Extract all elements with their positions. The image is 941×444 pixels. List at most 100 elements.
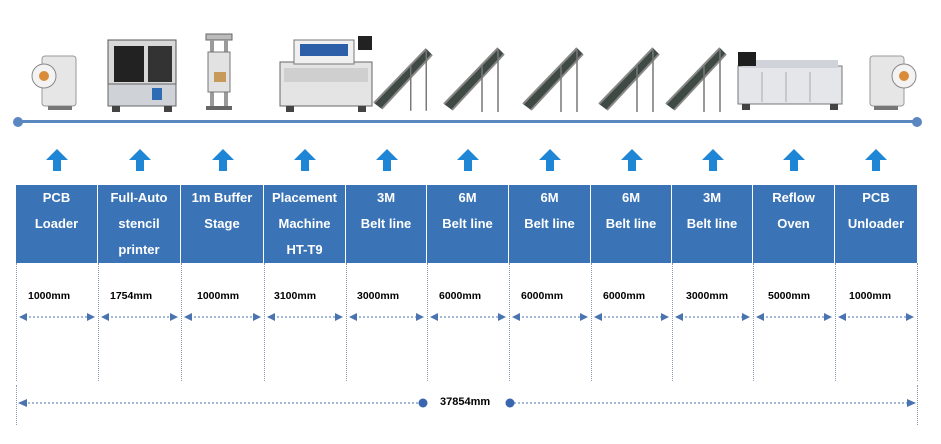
total-divider [16,385,17,425]
station-label: 6M Belt line [509,185,591,263]
station-label-line: Loader [34,216,79,231]
station-length-label: 3100mm [274,290,317,302]
station-length-dimension [349,311,424,323]
total-length-label: 37854mm [440,396,491,408]
station-length-label: 6000mm [521,290,564,302]
station-label-line: Reflow [772,190,815,205]
up-arrow-icon [539,149,561,171]
belt-line-icon [596,32,662,114]
up-arrow-icon [701,149,724,171]
station-label: 3M Belt line [346,185,427,263]
station-length-label: 3000mm [686,290,729,302]
column-divider [753,263,754,381]
station-length-label: 1000mm [28,290,71,302]
station-length-dimension [267,311,343,323]
station-length-dimension [101,311,178,323]
up-arrow-icon [783,149,805,171]
column-divider [835,263,836,381]
station-length-dimension [19,311,95,323]
column-divider [264,263,265,381]
up-arrow-icon [375,149,398,171]
up-arrow-icon [865,149,887,171]
column-divider [16,263,17,381]
station-label-line: Oven [777,216,810,231]
station-label-line: Unloader [847,216,905,231]
station-label-line: Placement [271,190,338,205]
up-arrow-icon [46,149,68,171]
station-label-line: 6M [540,190,559,205]
conveyor-line [18,120,917,123]
station-label-line: Belt line [605,216,657,231]
station-label-line: Belt line [686,216,738,231]
belt-line-icon [520,32,586,114]
station-length-label: 6000mm [439,290,482,302]
station-label-line: 3M [702,190,722,205]
belt-line-icon [664,32,728,114]
total-divider [917,385,918,425]
station-label-line: printer [118,242,160,257]
station-length-label: 1000mm [849,290,892,302]
up-arrow-icon [211,149,234,171]
station-length-label: 6000mm [603,290,646,302]
column-divider [917,263,918,381]
station-length-label: 5000mm [768,290,811,302]
pcb-unloader-icon [860,32,918,114]
up-arrow-icon [620,149,643,171]
up-arrow-icon [128,149,151,171]
station-label-line: 1m Buffer [191,190,253,205]
total-length-dimension [18,397,916,409]
line-end-dot [912,117,922,127]
column-divider [591,263,592,381]
station-label: Full-Auto stencil printer [98,185,181,263]
line-start-dot [13,117,23,127]
station-length-dimension [756,311,832,323]
station-label-line: PCB [862,190,890,205]
station-length-dimension [430,311,506,323]
station-label-line: Machine [278,216,331,231]
belt-line-icon [442,32,506,114]
station-label-line: stencil [118,216,160,231]
column-divider [98,263,99,381]
station-label: PCB Unloader [835,185,917,263]
station-label: PCB Loader [16,185,98,263]
station-length-dimension [184,311,261,323]
station-label-line: Belt line [524,216,575,231]
station-label-line: 6M [621,190,641,205]
station-length-dimension [838,311,914,323]
station-length-dimension [675,311,750,323]
station-label-line: Belt line [442,216,493,231]
station-label-line: 6M [458,190,477,205]
station-label-line: HT-T9 [286,242,323,257]
up-arrow-icon [457,149,479,171]
buffer-stage-icon [196,32,242,114]
station-label: 3M Belt line [672,185,753,263]
reflow-oven-icon [734,32,846,114]
station-label: 6M Belt line [427,185,509,263]
station-label-line: Stage [204,216,240,231]
column-divider [346,263,347,381]
station-length-label: 1754mm [110,290,153,302]
station-length-label: 1000mm [197,290,240,302]
station-length-dimension [594,311,669,323]
station-label: 6M Belt line [591,185,672,263]
station-length-label: 3000mm [357,290,400,302]
station-label-line: Full-Auto [110,190,168,205]
station-label-line: 3M [376,190,396,205]
up-arrow-icon [294,149,316,171]
column-divider [509,263,510,381]
column-divider [672,263,673,381]
station-length-dimension [512,311,588,323]
station-label-line: PCB [42,190,71,205]
pcb-loader-icon [28,32,84,114]
stencil-printer-icon [104,32,180,114]
column-divider [427,263,428,381]
station-label-band: PCB Loader Full-Auto stencil printer 1m Buffe… [16,185,917,263]
placement-machine-icon [276,32,376,114]
station-label-line: Belt line [360,216,412,231]
belt-line-icon [372,32,434,114]
column-divider [181,263,182,381]
